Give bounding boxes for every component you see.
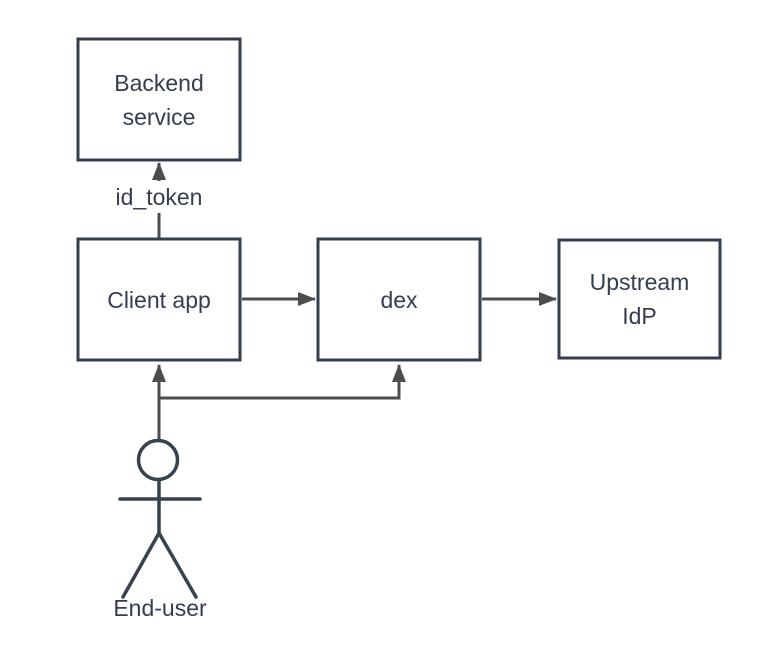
actor-left-leg: [121, 531, 161, 599]
actor-head: [136, 438, 180, 482]
end-user-label: End-user: [113, 595, 207, 621]
edges-group: [152, 162, 557, 441]
end-user-actor: [118, 438, 202, 599]
dex-box: [316, 237, 482, 362]
backend-service-box: [76, 37, 242, 162]
nodes-group: [76, 37, 722, 362]
edge-user-to-dex: [159, 364, 406, 400]
client-app-box: [76, 237, 242, 362]
id-token-edge-label: id_token: [98, 181, 220, 213]
upstream-idp-box: [557, 238, 722, 360]
actor-right-leg: [157, 531, 198, 599]
